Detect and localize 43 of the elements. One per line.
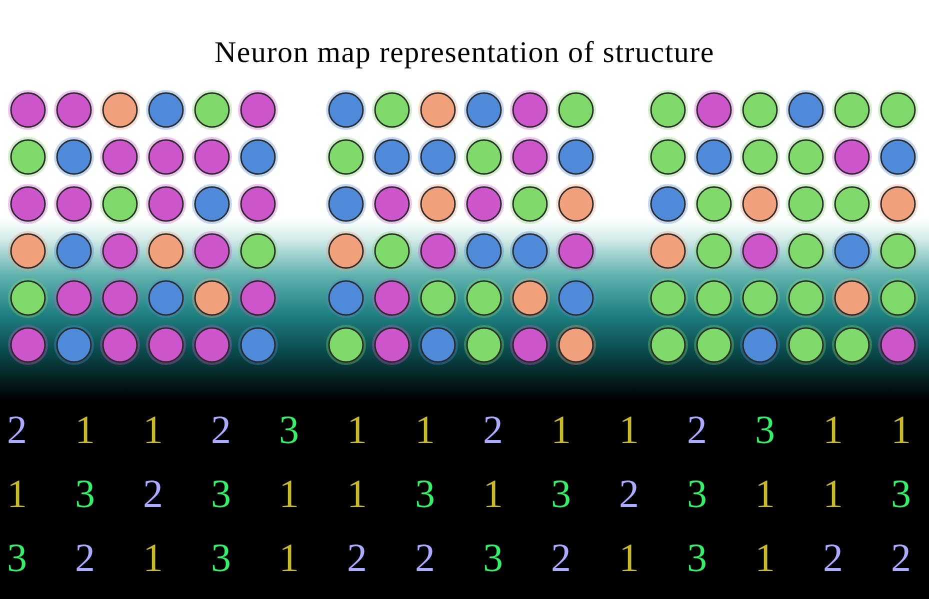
digit-label: 2 — [210, 410, 232, 450]
digit-label: 2 — [142, 474, 164, 514]
digit-label: 1 — [278, 474, 300, 514]
digit-label: 1 — [74, 410, 96, 450]
digit-label: 1 — [482, 474, 504, 514]
digit-label: 3 — [210, 538, 232, 578]
digit-label: 2 — [890, 538, 912, 578]
digit-label: 1 — [822, 474, 844, 514]
digit-label: 1 — [6, 474, 28, 514]
digit-label: 2 — [74, 538, 96, 578]
digit-label: 1 — [618, 538, 640, 578]
digit-label: 2 — [686, 410, 708, 450]
digit-label: 1 — [550, 410, 572, 450]
digit-label: 1 — [414, 410, 436, 450]
digit-label: 2 — [618, 474, 640, 514]
digit-label: 3 — [686, 474, 708, 514]
digit-label: 1 — [822, 410, 844, 450]
digit-label: 3 — [550, 474, 572, 514]
digit-label: 2 — [482, 410, 504, 450]
digit-label: 2 — [822, 538, 844, 578]
digit-label: 3 — [414, 474, 436, 514]
digit-label: 3 — [74, 474, 96, 514]
digit-label: 1 — [142, 538, 164, 578]
digit-label: 1 — [754, 538, 776, 578]
digit-label: 2 — [550, 538, 572, 578]
digit-label: 3 — [686, 538, 708, 578]
digit-label: 3 — [890, 474, 912, 514]
digit-label: 3 — [6, 538, 28, 578]
digit-label: 1 — [346, 474, 368, 514]
digit-label: 3 — [210, 474, 232, 514]
digit-label: 3 — [754, 410, 776, 450]
digit-label: 2 — [346, 538, 368, 578]
digit-label: 3 — [278, 410, 300, 450]
digit-label: 1 — [346, 410, 368, 450]
digit-label: 1 — [142, 410, 164, 450]
digit-label: 1 — [618, 410, 640, 450]
digit-label: 3 — [482, 538, 504, 578]
digit-label: 1 — [890, 410, 912, 450]
digit-label: 1 — [278, 538, 300, 578]
digit-label: 1 — [754, 474, 776, 514]
digit-label: 2 — [414, 538, 436, 578]
diagram-title: Neuron map representation of structure — [214, 35, 714, 71]
digit-label: 2 — [6, 410, 28, 450]
